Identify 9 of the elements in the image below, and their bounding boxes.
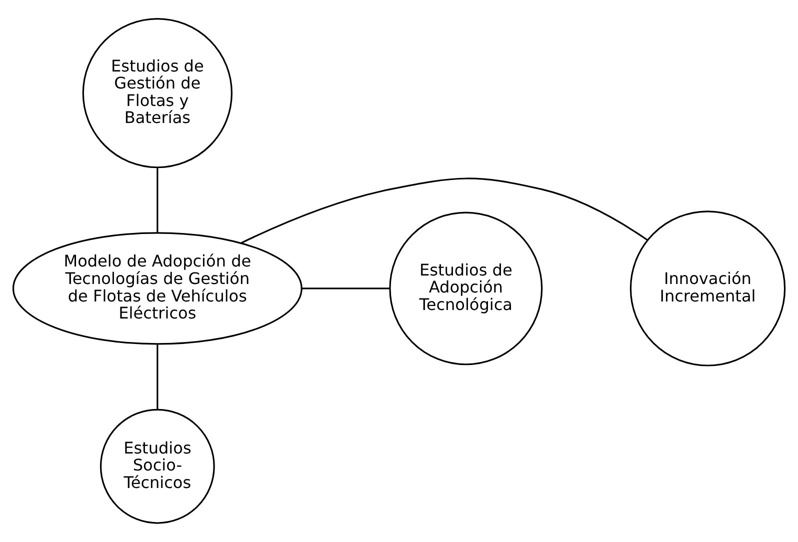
connector <box>301 288 390 290</box>
node-ellipse: Modelo de Adopción de Tecnologías de Gestión de Flotas de Vehículos Eléctricos <box>12 232 302 345</box>
node-circle: Innovación Incremental <box>630 210 786 366</box>
node-circle: Estudios de Adopción Tecnológica <box>389 212 543 366</box>
node-circle: Estudios de Gestión de Flotas y Baterías <box>82 18 233 168</box>
connector <box>156 168 158 233</box>
node-circle: Estudios Socio-Técnicos <box>100 408 215 524</box>
connector <box>156 344 158 410</box>
connector <box>240 178 648 244</box>
